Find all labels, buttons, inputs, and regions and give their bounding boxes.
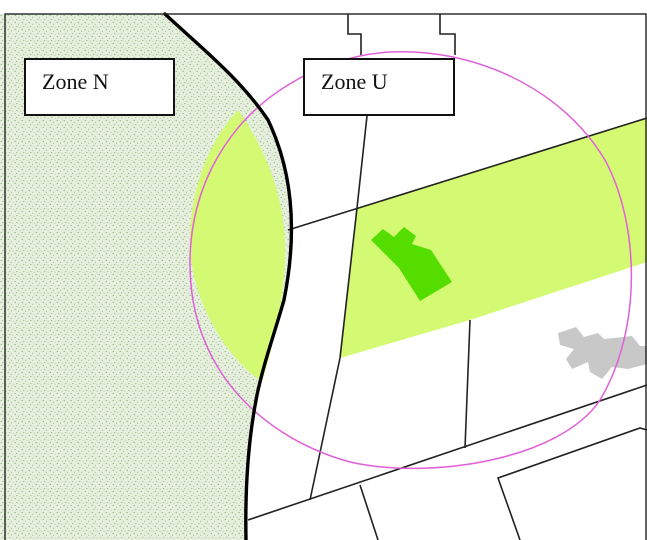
building-other <box>558 327 647 379</box>
zone-u-label: Zone U <box>303 58 455 116</box>
map-border <box>4 13 647 540</box>
highlight-area-band <box>340 118 647 358</box>
buffer-circle <box>189 50 633 470</box>
highlight-area-west <box>189 110 286 382</box>
parcel-lines <box>247 14 647 540</box>
zone-n-label: Zone N <box>24 58 175 116</box>
building-highlighted <box>371 227 452 301</box>
zone-boundary-line <box>163 12 294 540</box>
